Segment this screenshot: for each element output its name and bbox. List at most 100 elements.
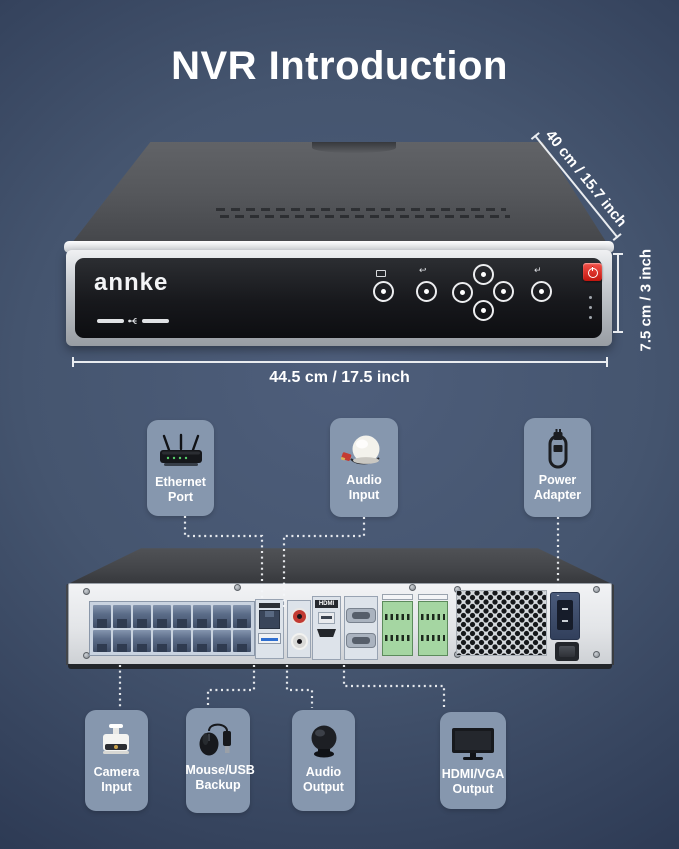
- screw: [234, 584, 241, 591]
- menu-button: [373, 281, 394, 302]
- front-black-panel: annke ↩ ↵: [75, 258, 602, 338]
- hdmi-label: HDMI: [315, 600, 338, 608]
- dpad-right-button: [493, 281, 514, 302]
- dimension-line: [72, 357, 608, 367]
- rj45-port: [233, 605, 251, 628]
- port-label-strip: [382, 594, 413, 600]
- callout-camera-input: Camera Input: [85, 710, 148, 811]
- rj45-port: [233, 629, 251, 652]
- power-button: [583, 263, 602, 281]
- vga-port: [346, 633, 376, 649]
- nvr-front-face: annke ↩ ↵: [66, 250, 612, 346]
- connector-hdmi-vga: [342, 665, 446, 710]
- rj45-port: [93, 605, 111, 628]
- callout-power-adapter: Power Adapter: [524, 418, 591, 517]
- rj45-port: [93, 629, 111, 652]
- height-dimension-label: 7.5 cm / 3 inch: [637, 248, 655, 352]
- rear-left-edge: [66, 585, 69, 665]
- rca-audio-column: [287, 600, 311, 658]
- fan-grille: [456, 590, 547, 656]
- usb3-port: [258, 633, 281, 644]
- top-notch: [312, 142, 396, 153]
- dpad-up-button: [473, 264, 494, 285]
- rj45-port: [113, 605, 131, 628]
- lan-usb-column: [255, 599, 284, 659]
- dimension-line: [613, 253, 623, 333]
- rj45-port: [193, 629, 211, 652]
- microphone-icon: [341, 427, 387, 473]
- connector-audio-out: [285, 665, 314, 708]
- usb-port: [318, 612, 335, 624]
- callout-label: HDMI/VGA Output: [441, 767, 505, 796]
- vent-slots: [220, 215, 510, 218]
- callout-label: Camera Input: [93, 765, 140, 794]
- screw: [593, 651, 600, 658]
- alarm-terminal: [382, 601, 413, 656]
- mouse-icon: [195, 717, 241, 763]
- rj45-port: [133, 629, 151, 652]
- power-cable-icon: [542, 427, 574, 473]
- monitor-icon: [450, 721, 496, 767]
- front-usb-ports: [97, 316, 169, 326]
- nvr-rear-view: HDMI: [66, 545, 614, 669]
- rj45-port: [173, 605, 191, 628]
- usb-icon: [128, 318, 137, 324]
- audio-out-rca: [290, 632, 308, 650]
- audio-in-rca: [290, 608, 308, 626]
- speaker-icon: [305, 719, 343, 765]
- rj45-port: [193, 605, 211, 628]
- callout-label: Audio Output: [303, 765, 344, 794]
- rear-right-edge: [611, 585, 614, 665]
- status-led: [589, 306, 592, 309]
- usb-port-slot: [142, 319, 169, 323]
- status-led: [589, 316, 592, 319]
- alarm-label-strips: [382, 594, 448, 600]
- callout-audio-output: Audio Output: [292, 710, 355, 811]
- screw: [409, 584, 416, 591]
- callout-audio-input: Audio Input: [330, 418, 398, 517]
- vent-slots: [216, 208, 506, 211]
- power-socket: [550, 592, 580, 640]
- brand-logo: annke: [94, 269, 169, 296]
- callout-label: Ethernet Port: [155, 475, 206, 504]
- connector-mouse-usb: [206, 665, 256, 706]
- port-label-strip: [259, 603, 280, 608]
- back-icon: ↩: [419, 266, 427, 276]
- rj45-port: [113, 629, 131, 652]
- nvr-front-view-top-surface: [68, 142, 610, 248]
- alarm-terminal-blocks: [382, 601, 448, 656]
- usb-port-slot: [97, 319, 124, 323]
- lan-port: [259, 610, 280, 629]
- page-title: NVR Introduction: [171, 44, 508, 88]
- alarm-terminal: [417, 601, 448, 656]
- rj45-port: [153, 629, 171, 652]
- dpad-left-button: [452, 282, 473, 303]
- serial-port: [346, 607, 376, 623]
- rear-panel: HDMI: [68, 583, 612, 665]
- callout-label: Audio Input: [346, 473, 382, 502]
- callout-label: Mouse/USB Backup: [185, 763, 255, 792]
- rj45-port: [173, 629, 191, 652]
- screw: [593, 586, 600, 593]
- router-icon: [157, 429, 205, 475]
- enter-icon: ↵: [534, 266, 542, 276]
- callout-label: Power Adapter: [533, 473, 582, 502]
- rj45-port: [133, 605, 151, 628]
- hdmi-port: [317, 629, 336, 637]
- vga-serial-column: [344, 596, 378, 660]
- rear-top-surface: [66, 548, 614, 585]
- callout-hdmi-vga-output: HDMI/VGA Output: [440, 712, 506, 809]
- callout-mouse-usb-backup: Mouse/USB Backup: [185, 708, 255, 813]
- screw: [83, 588, 90, 595]
- hdmi-column: HDMI: [312, 596, 341, 660]
- back-button: [416, 281, 437, 302]
- port-label-strip: [417, 594, 448, 600]
- callout-ethernet-port: Ethernet Port: [147, 420, 214, 516]
- rj45-port: [153, 605, 171, 628]
- dpad-down-button: [473, 300, 494, 321]
- camera-icon: [96, 719, 138, 765]
- enter-button: [531, 281, 552, 302]
- width-dimension-label: 44.5 cm / 17.5 inch: [269, 369, 410, 386]
- poe-camera-ports: [89, 601, 255, 656]
